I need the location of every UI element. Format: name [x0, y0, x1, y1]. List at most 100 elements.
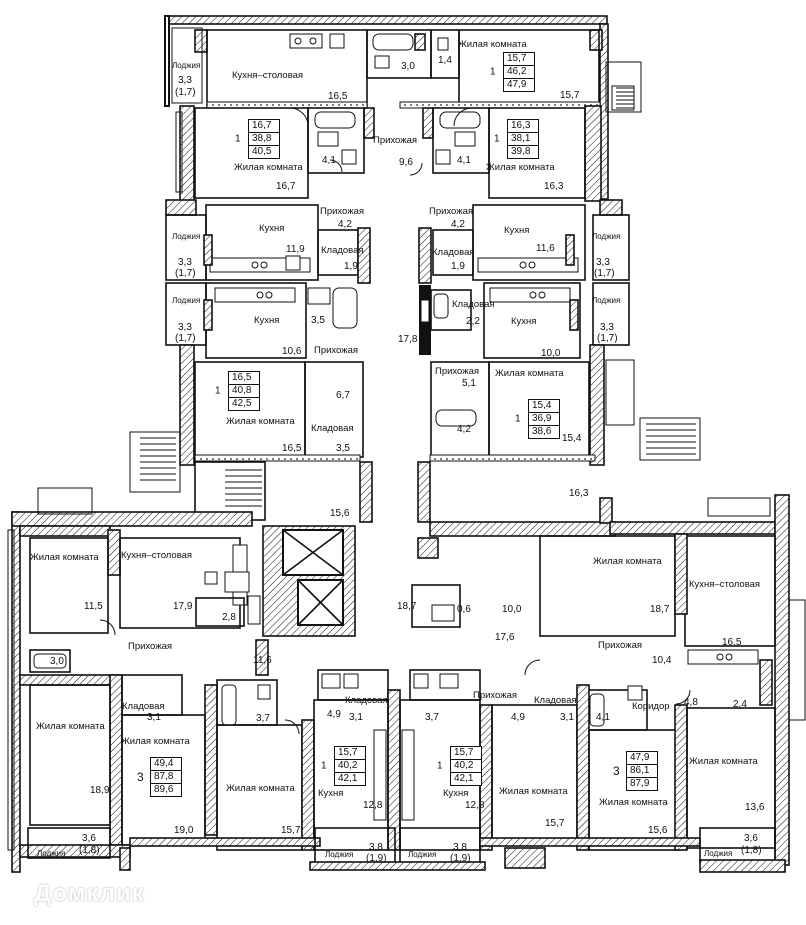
room-label: Прихожая: [429, 206, 474, 217]
room-label: Жилая комната: [486, 162, 555, 173]
area-value: 3,3: [178, 257, 192, 268]
area-value: (1,7): [175, 268, 196, 279]
area-value: 3,7: [425, 712, 439, 723]
room-label: Кухня–столовая: [121, 550, 193, 561]
area-value: 1,9: [451, 261, 465, 272]
area-value: 11,9: [286, 244, 305, 255]
apartment-info: 1 16,3 38,1 39,8: [494, 119, 539, 159]
area-value: 10,4: [652, 655, 672, 666]
area-value: 16,3: [544, 181, 564, 192]
room-label: Жилая комната: [593, 556, 662, 567]
room-label: Кладовая: [534, 695, 577, 706]
area-value: 3,6: [744, 833, 758, 844]
area-value: 3,7: [256, 713, 270, 724]
area-value: 2,8: [222, 612, 236, 623]
area-value: 3,8: [369, 842, 383, 853]
room-label: Кухня: [254, 315, 280, 326]
area-value: 4,1: [457, 155, 471, 166]
area-value: 10,0: [502, 604, 522, 615]
area-value: 4,1: [596, 712, 610, 723]
wall: [164, 15, 608, 25]
room-label: Кухня: [511, 316, 537, 327]
area-value: (1,7): [594, 268, 615, 279]
area-value: 15,7: [560, 90, 580, 101]
room-label: Кладовая: [452, 299, 495, 310]
room-label: Кладовая: [432, 247, 475, 258]
room-label: Кухня: [443, 788, 469, 799]
room-label: Жилая комната: [36, 721, 105, 732]
area-value: 10,6: [282, 346, 302, 357]
apartment-info: 3 47,9 86,1 87,9: [613, 751, 658, 791]
area-value: 11,6: [253, 655, 272, 666]
room-label: Жилая комната: [234, 162, 303, 173]
room-label: Прихожая: [435, 366, 480, 377]
room-label: Лоджия: [592, 296, 621, 305]
room-label: Кухня–столовая: [689, 579, 761, 590]
room-label: Жилая комната: [226, 783, 295, 794]
area-value: (1,9): [366, 853, 387, 864]
area-value: 4,8: [684, 697, 698, 708]
area-value: 12,8: [363, 800, 383, 811]
area-value: 15,4: [562, 433, 582, 444]
room-label: Кухня: [259, 223, 285, 234]
area-value: 12,8: [465, 800, 485, 811]
room-label: Прихожая: [314, 345, 359, 356]
room-label: Прихожая: [320, 206, 365, 217]
room-label: Жилая комната: [689, 756, 758, 767]
room-label: Кухня–столовая: [232, 70, 304, 81]
room-label: Лоджия: [37, 849, 66, 858]
area-value: 4,2: [338, 219, 352, 230]
area-value: 16,5: [328, 91, 348, 102]
room-label: Кладовая: [311, 423, 354, 434]
area-value: 1,9: [344, 261, 358, 272]
area-value: 4,1: [322, 155, 336, 166]
room-label: Прихожая: [473, 690, 518, 701]
room-label: Лоджия: [172, 61, 201, 70]
room-label: Кладовая: [122, 701, 165, 712]
area-value: 2,2: [466, 316, 480, 327]
room-label: Жилая комната: [121, 736, 190, 747]
room-label: Жилая комната: [495, 368, 564, 379]
area-value: 15,6: [648, 825, 668, 836]
room-label: Кухня: [504, 225, 530, 236]
area-value: 3,1: [349, 712, 363, 723]
room-label: Прихожая: [128, 641, 173, 652]
room-label: Лоджия: [408, 850, 437, 859]
area-value: (1,7): [175, 333, 196, 344]
area-value: 4,2: [451, 219, 465, 230]
area-value: 3,5: [336, 443, 350, 454]
area-value: 11,5: [84, 601, 103, 612]
apartment-info: 1 15,4 36,9 38,6: [515, 399, 560, 439]
room-label: Лоджия: [172, 232, 201, 241]
area-value: 18,9: [90, 785, 110, 796]
room-label: Кухня: [318, 788, 344, 799]
apartment-info: 1 15,7 46,2 47,9: [490, 52, 535, 92]
apartment-info: 3 49,4 87,8 89,6: [137, 757, 182, 797]
apartment-info: 1 15,7 40,2 42,1: [321, 746, 366, 786]
apartment-info: 1 16,5 40,8 42,5: [215, 371, 260, 411]
area-value: 5,1: [462, 378, 476, 389]
room-label: Кладовая: [345, 695, 388, 706]
area-value: 3,1: [560, 712, 574, 723]
area-value: 15,6: [330, 508, 350, 519]
room-label: Лоджия: [325, 850, 354, 859]
area-value: 6,7: [336, 390, 350, 401]
area-value: 2,4: [733, 699, 747, 710]
area-value: 18,7: [650, 604, 670, 615]
room-label: Жилая комната: [458, 39, 527, 50]
area-value: (1,8): [79, 845, 100, 856]
area-value: 3,3: [178, 75, 192, 86]
area-value: 4,9: [327, 709, 341, 720]
area-value: 10,0: [541, 348, 561, 359]
area-value: (1,7): [597, 333, 618, 344]
room-label: Лоджия: [704, 849, 733, 858]
area-value: 4,9: [511, 712, 525, 723]
watermark: Домклик: [34, 880, 145, 907]
area-value: 4,2: [457, 424, 471, 435]
area-value: 3,6: [82, 833, 96, 844]
room-label: Лоджия: [592, 232, 621, 241]
area-value: 15,7: [281, 825, 301, 836]
area-value: 15,7: [545, 818, 565, 829]
apartment-info: 1 15,7 40,2 42,1: [437, 746, 482, 786]
